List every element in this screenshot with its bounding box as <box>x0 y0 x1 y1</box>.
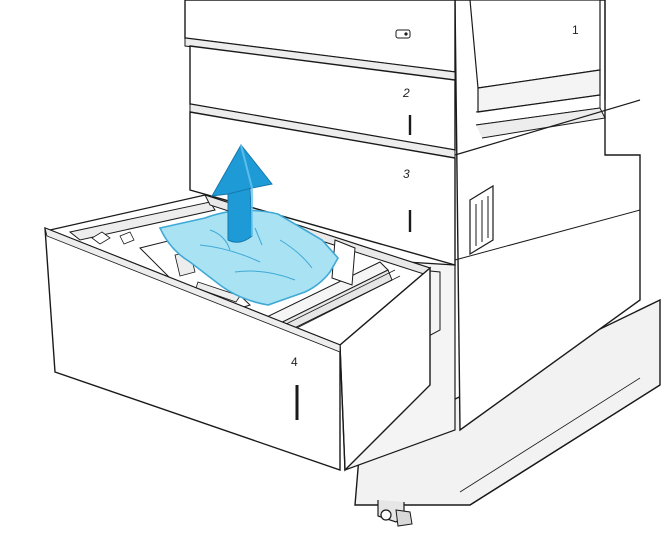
base-edge <box>469 384 661 506</box>
caster-wheel <box>377 500 413 527</box>
tray-4-label: 4 <box>291 355 298 369</box>
side-vent <box>469 184 494 256</box>
up-arrow-icon <box>211 144 273 243</box>
arrow-shaft <box>227 185 253 243</box>
tray-2-label: 2 <box>402 86 410 100</box>
tray-indicator-icon <box>395 29 411 39</box>
base-inner-edge <box>459 377 641 493</box>
tray-3-label: 3 <box>403 167 410 181</box>
top-label: 1 <box>572 23 579 37</box>
arrow-head <box>211 144 273 197</box>
printer-cabinet: 1 <box>454 0 641 432</box>
printer-base <box>354 298 661 527</box>
